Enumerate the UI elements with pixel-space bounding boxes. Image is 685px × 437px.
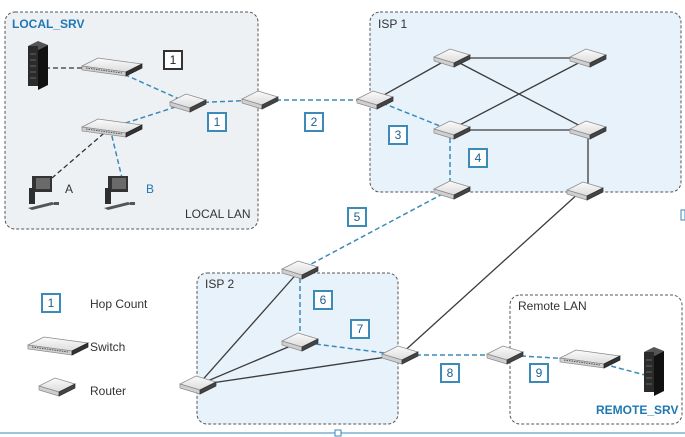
solid-links [197, 57, 589, 386]
hop-badge-5: 5 [347, 207, 367, 227]
client-b-label: B [146, 182, 155, 196]
legend-hop-badge: 1 [41, 293, 61, 313]
hop-badge-2: 2 [304, 112, 324, 132]
zone-label-isp2: ISP 2 [205, 277, 235, 291]
hop-badge-9: 9 [529, 363, 549, 383]
local-server-icon [27, 40, 49, 91]
zone-isp1 [369, 11, 682, 193]
link-isp2-r1-r2 [197, 341, 301, 386]
zone-local-lan [4, 11, 259, 230]
hop-badge-1-upper: 1 [163, 50, 183, 70]
legend-router-icon [38, 377, 76, 397]
hop-badge-3: 3 [388, 125, 408, 145]
path-sw-client-b [109, 127, 123, 179]
legend-router-label: Router [90, 384, 127, 398]
dark-dashed-links [45, 67, 111, 179]
legend-switch-icon [27, 336, 89, 356]
hop-badge-7: 7 [350, 319, 370, 339]
zone-label-remote-lan: Remote LAN [518, 299, 587, 313]
hop-badge-6: 6 [313, 290, 333, 310]
link-isp1-r3-r5 [449, 57, 589, 131]
legend-switch-label: Switch [90, 340, 126, 354]
path-isp1-r1-r3 [374, 99, 451, 131]
zone-label-isp1: ISP 1 [378, 17, 408, 31]
path-isp2-r2-r3 [299, 341, 401, 356]
client-a-label: A [65, 182, 74, 196]
frame-marks [0, 209, 685, 437]
link-isp2-r1-r3 [197, 354, 401, 386]
legend-hop-count-label: Hop Count [90, 297, 148, 311]
path-sw-upper-router [109, 67, 189, 104]
hop-badge-4: 4 [468, 148, 488, 168]
remote-srv-label: REMOTE_SRV [596, 403, 679, 417]
link-switch-client-a [51, 127, 111, 179]
path-isp1-isp2 [299, 189, 451, 271]
link-r7-isp2-r4 [399, 191, 581, 356]
local-srv-label: LOCAL_SRV [12, 17, 85, 31]
path-remote-switch [504, 354, 589, 361]
hop-badge-8: 8 [440, 363, 460, 383]
link-isp1-r1-r2 [374, 57, 451, 101]
link-isp2-r1-r4 [197, 269, 301, 386]
zone-label-local-lan: LOCAL LAN [185, 207, 251, 221]
hop-badge-1: 1 [207, 112, 227, 132]
remote-server-icon [643, 346, 665, 397]
